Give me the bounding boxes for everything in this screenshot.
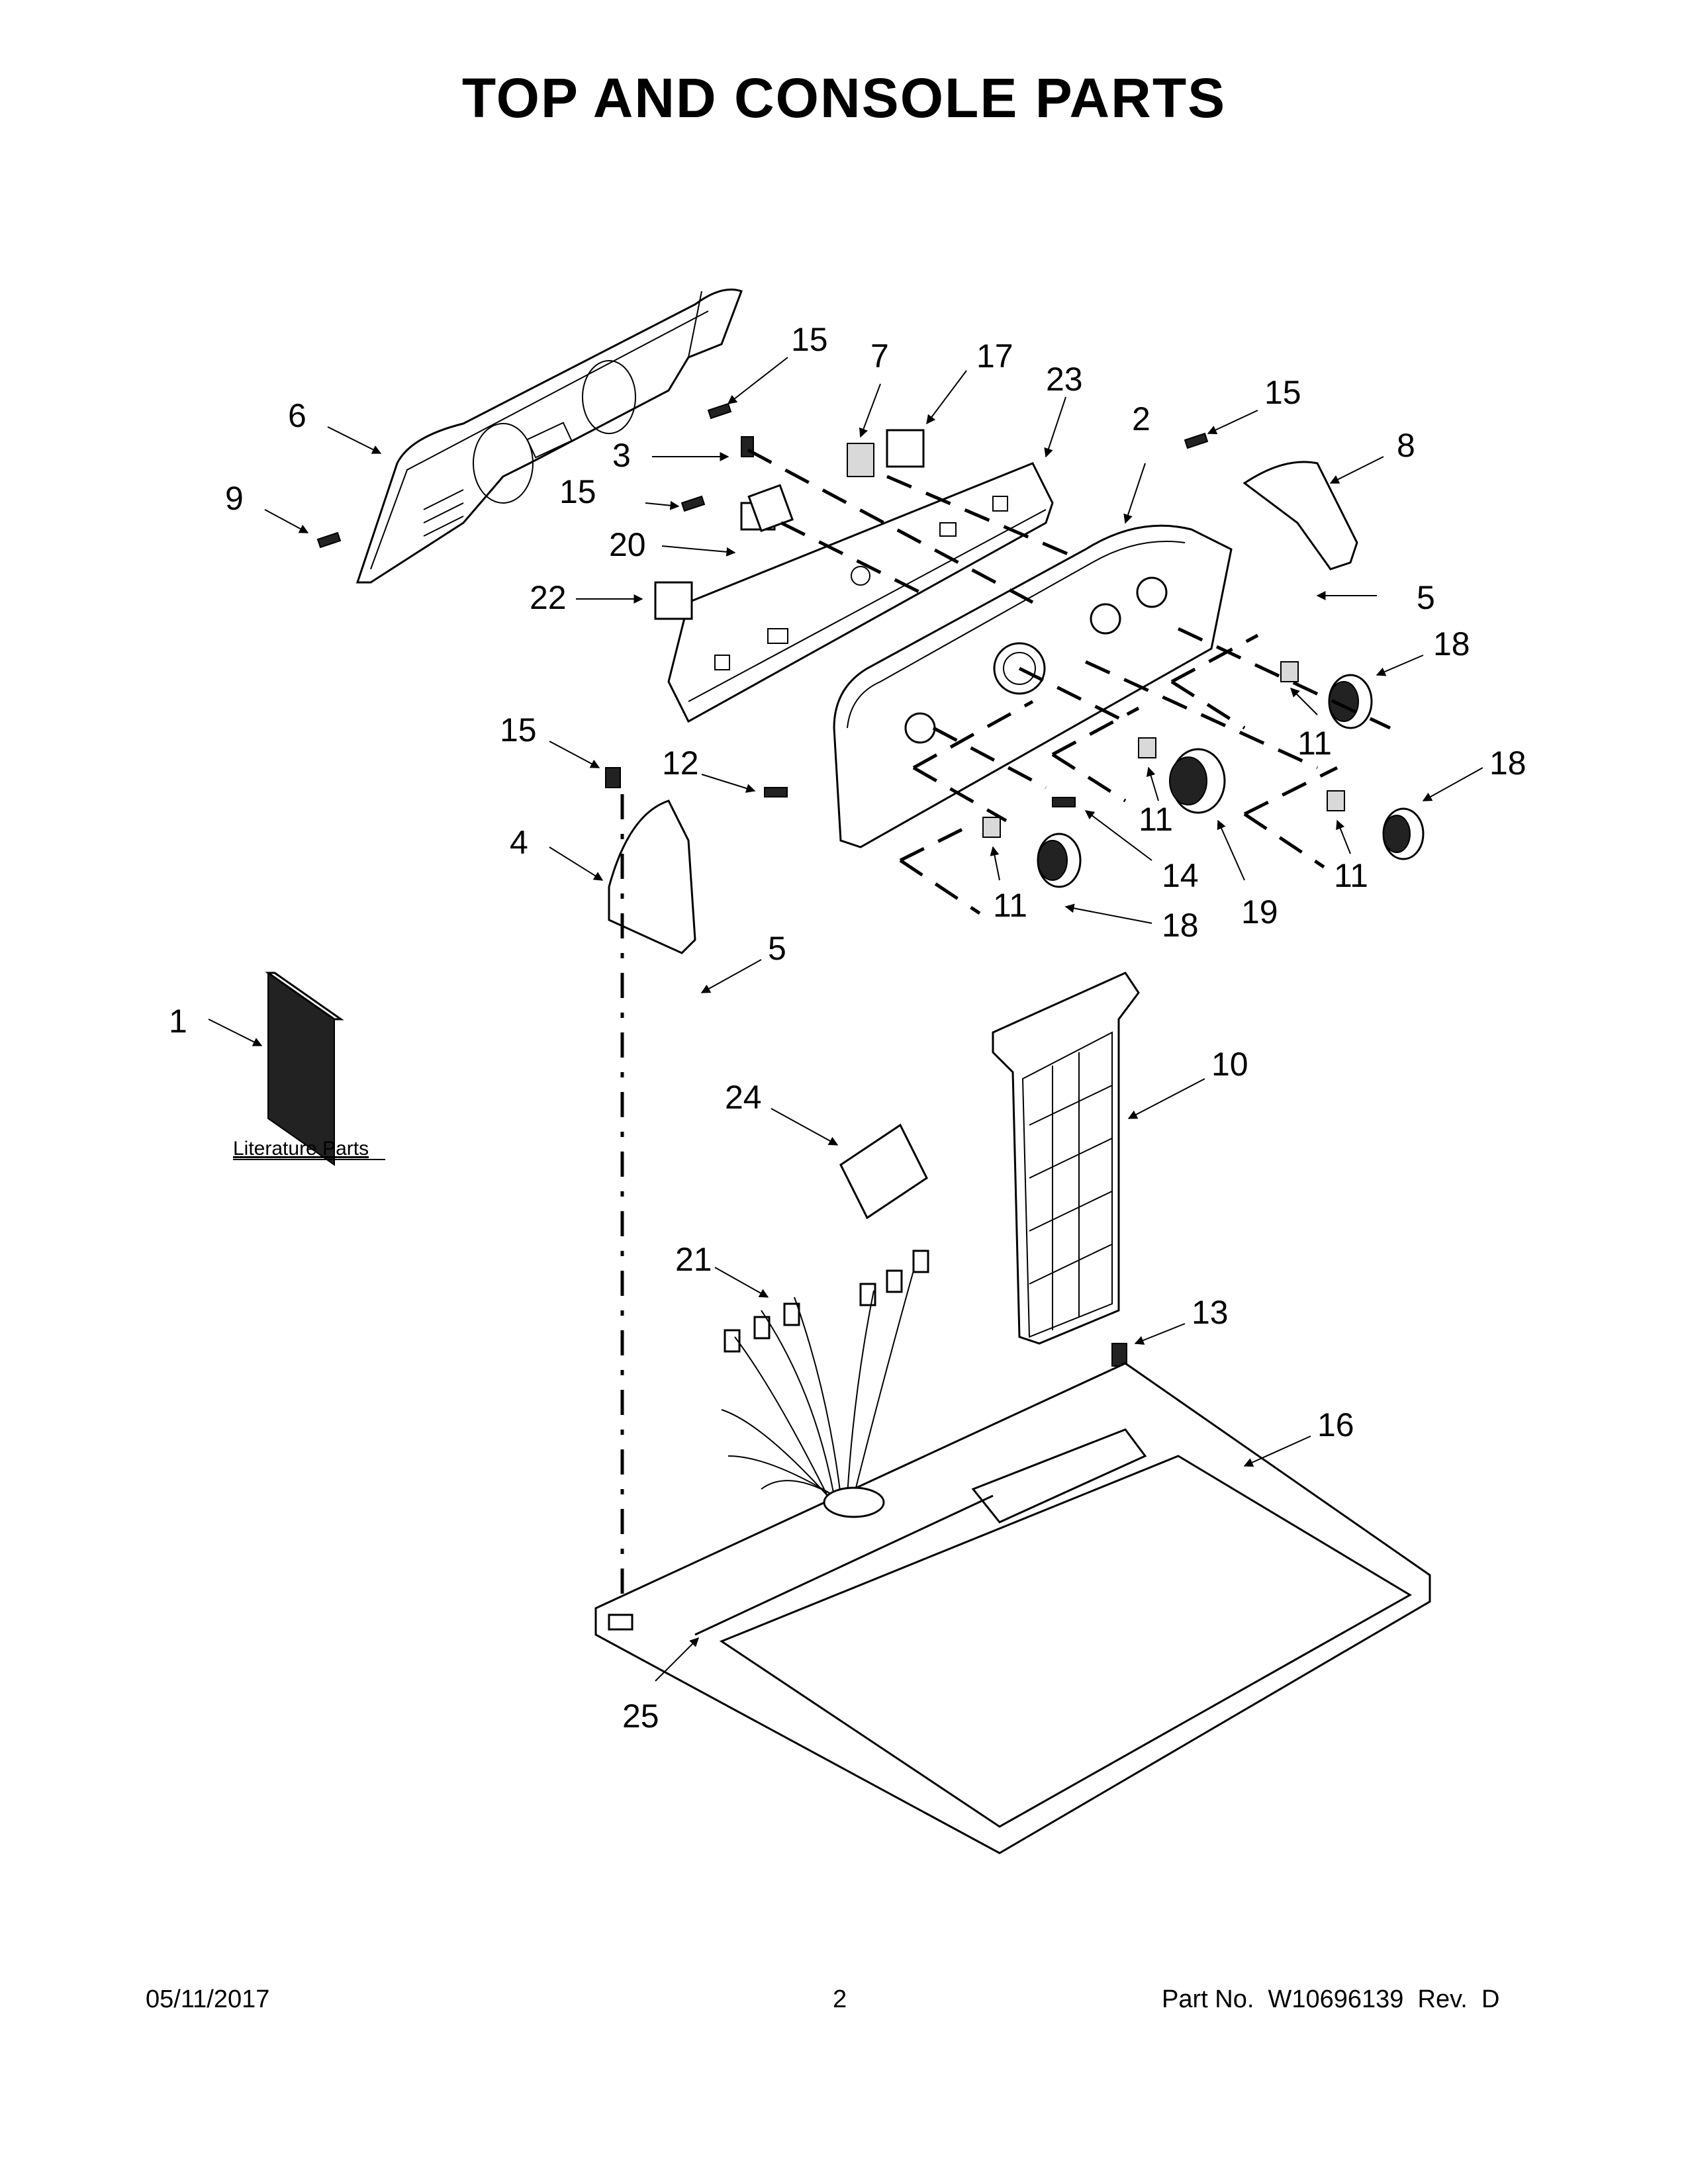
callout-10: 10 <box>1211 1046 1248 1083</box>
callout-8: 8 <box>1397 427 1415 464</box>
side-end-cap <box>608 799 696 954</box>
callout-17: 17 <box>976 338 1013 375</box>
callout-11c: 11 <box>1334 857 1368 894</box>
callout-19: 19 <box>1241 893 1278 931</box>
footer-date: 05/11/2017 <box>146 1985 270 2013</box>
assembly-brackets <box>620 448 1391 1615</box>
callout-1: 1 <box>169 1003 187 1040</box>
callout-18b: 18 <box>1489 745 1526 782</box>
lint-screen <box>992 972 1140 1345</box>
callout-7: 7 <box>870 338 889 375</box>
callout-24: 24 <box>725 1079 762 1116</box>
callout-15c: 15 <box>559 473 596 510</box>
literature-parts-label: Literature Parts <box>233 1138 369 1160</box>
top-panel <box>594 1362 1431 1854</box>
callout-11a: 11 <box>1297 725 1332 762</box>
switches <box>654 429 925 620</box>
callout-5b: 5 <box>768 930 786 967</box>
rear-console-panel <box>355 289 743 584</box>
callout-11b: 11 <box>1139 801 1173 838</box>
callout-9: 9 <box>225 480 244 517</box>
callout-21: 21 <box>675 1241 712 1278</box>
callout-18a: 18 <box>1433 625 1470 662</box>
footer-part-number: Part No. W10696139 Rev. D <box>1162 1985 1500 2013</box>
callout-12: 12 <box>662 745 699 782</box>
literature-booklet: Literature Parts <box>233 972 385 1166</box>
callout-22: 22 <box>530 579 567 616</box>
callout-6: 6 <box>288 397 306 434</box>
callout-11d: 11 <box>993 887 1027 924</box>
callouts: 1 2 3 4 5 5 6 7 8 9 10 11 11 11 11 12 13 <box>169 321 1526 1735</box>
callout-2: 2 <box>1132 400 1150 437</box>
callout-3: 3 <box>612 437 631 474</box>
callout-20: 20 <box>609 526 646 563</box>
callout-18c: 18 <box>1162 907 1199 944</box>
callout-5a: 5 <box>1417 579 1435 616</box>
control-board <box>839 1123 928 1220</box>
page-title: TOP AND CONSOLE PARTS <box>461 67 1227 129</box>
callout-13: 13 <box>1192 1294 1229 1331</box>
callout-4: 4 <box>510 824 528 861</box>
footer-page-number: 2 <box>833 1985 847 2013</box>
end-cap <box>1243 461 1358 570</box>
callout-15d: 15 <box>500 711 537 749</box>
wire-harness <box>721 1250 929 1496</box>
callout-15a: 15 <box>791 321 828 358</box>
screws <box>316 402 1209 1367</box>
console-body <box>833 524 1233 848</box>
callout-15b: 15 <box>1264 374 1301 411</box>
callout-25: 25 <box>622 1698 659 1735</box>
callout-14: 14 <box>1162 857 1199 894</box>
callout-16: 16 <box>1317 1406 1354 1443</box>
callout-23: 23 <box>1046 361 1083 398</box>
